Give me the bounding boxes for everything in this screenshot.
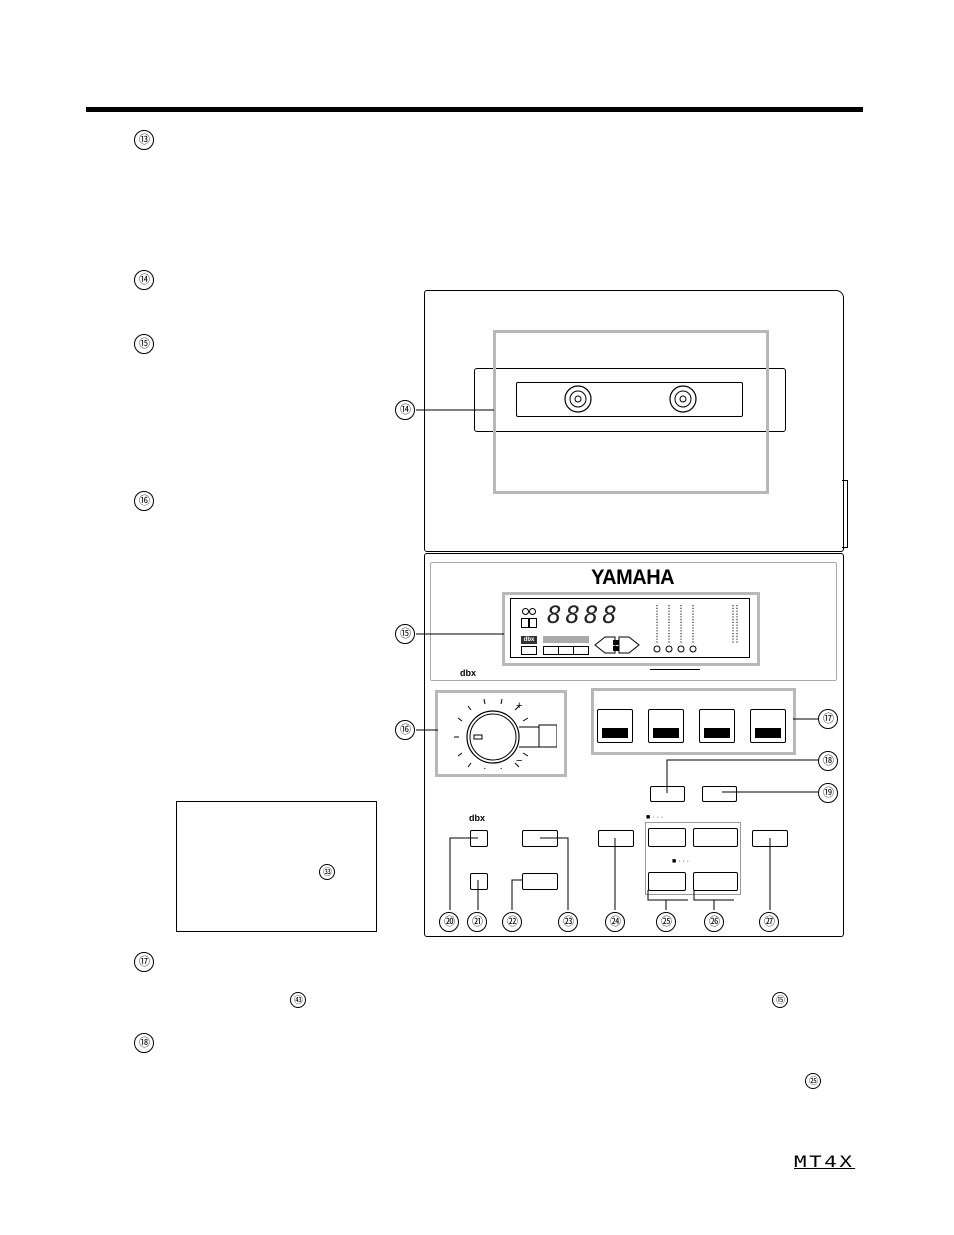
cassette-highlight-frame [493, 330, 769, 494]
panel-dbx-logo: dbx [460, 668, 477, 678]
callout-20: ⑳ [439, 912, 459, 932]
locate-mark-upper: ■ · · · [646, 814, 664, 821]
callout-22: ㉒ [502, 912, 522, 932]
display-window: 8888 dbx [510, 598, 750, 658]
button-19[interactable] [702, 786, 737, 802]
footer-model-logo: MT4X [794, 1152, 855, 1171]
transport-keys-highlight-frame [591, 688, 796, 755]
note-box: ㉝ [176, 801, 377, 932]
display-surround [430, 562, 837, 681]
callout-24: ㉔ [605, 912, 625, 932]
callout-16-line [416, 729, 438, 731]
button-24[interactable] [598, 830, 634, 847]
inline-ref-15: ⑮ [772, 992, 788, 1008]
display-cell-1 [521, 646, 537, 655]
cassette-door [474, 368, 786, 432]
bottom-callout-lines [449, 837, 771, 910]
tape-direction-arrows-icon [594, 636, 640, 654]
knob-plus-mark: + [516, 700, 523, 712]
transport-key-2[interactable] [648, 709, 684, 743]
volume-knob-icon [454, 698, 557, 769]
left-reel-icon [564, 385, 592, 413]
brand-logo: YAMAHA [591, 566, 675, 589]
button-26-lower[interactable] [693, 872, 738, 891]
cassette-window [516, 382, 743, 417]
callout-18: ⑱ [818, 751, 838, 771]
button-25-upper[interactable] [648, 828, 686, 847]
inline-ref-25: ㉕ [805, 1073, 821, 1089]
button-22[interactable] [522, 873, 558, 890]
section-marker-15: ⑮ [134, 334, 154, 354]
knob-minus-mark: − [516, 755, 523, 767]
section-marker-17: ⑰ [134, 952, 154, 972]
display-dbx-indicator: dbx [521, 636, 537, 644]
section-marker-13: ⑬ [134, 130, 154, 150]
note-ref-33: ㉝ [319, 864, 335, 880]
indicator-box-a [521, 618, 529, 628]
button-25-lower[interactable] [648, 872, 686, 891]
display-cell-3 [558, 646, 574, 655]
display-highlight-frame [502, 592, 760, 666]
inline-ref-43: ㊸ [290, 992, 306, 1008]
indicator-group [521, 605, 536, 617]
cassette-compartment-panel [424, 290, 844, 552]
right-reel-icon [669, 385, 697, 413]
locate-mark-lower: ■ · · · [672, 858, 690, 865]
section-marker-18: ⑱ [134, 1033, 154, 1053]
callout-21: ㉑ [467, 912, 487, 932]
section-marker-14: ⑭ [134, 270, 154, 290]
counter-digits: 8888 [547, 601, 621, 629]
callout-18-19-lines [666, 759, 818, 793]
button-21[interactable] [470, 873, 488, 890]
header-rule [86, 107, 863, 112]
locate-group-frame [645, 822, 741, 895]
display-cell-4 [573, 646, 589, 655]
callout-17: ⑰ [818, 709, 838, 729]
callout-26: ㉖ [704, 912, 724, 932]
transport-key-4[interactable] [750, 709, 786, 743]
callout-19: ⑲ [818, 783, 838, 803]
meter-scale-line [650, 669, 700, 670]
callout-17-line [793, 718, 818, 720]
callout-23: ㉓ [558, 912, 578, 932]
callout-27: ㉗ [759, 912, 779, 932]
display-status-bar [543, 636, 589, 643]
footer-model-text: MT4X [794, 1152, 855, 1171]
transport-key-3[interactable] [699, 709, 735, 743]
knob-highlight-frame [435, 690, 567, 777]
callout-15-line [416, 633, 504, 635]
section-marker-16: ⑯ [134, 491, 154, 511]
transport-key-1[interactable] [597, 709, 633, 743]
level-meters [653, 605, 738, 653]
callout-15: ⑮ [395, 624, 415, 644]
dbx-button-label: dbx [469, 813, 486, 823]
display-cell-2 [543, 646, 559, 655]
button-26-upper[interactable] [693, 828, 738, 847]
indicator-box-b [529, 618, 537, 628]
cassette-door-tab [842, 480, 848, 548]
callout-16: ⑯ [395, 720, 415, 740]
callout-14-line [416, 409, 494, 411]
callout-25: ㉕ [656, 912, 676, 932]
control-panel [424, 553, 844, 937]
callout-14: ⑭ [395, 400, 415, 420]
